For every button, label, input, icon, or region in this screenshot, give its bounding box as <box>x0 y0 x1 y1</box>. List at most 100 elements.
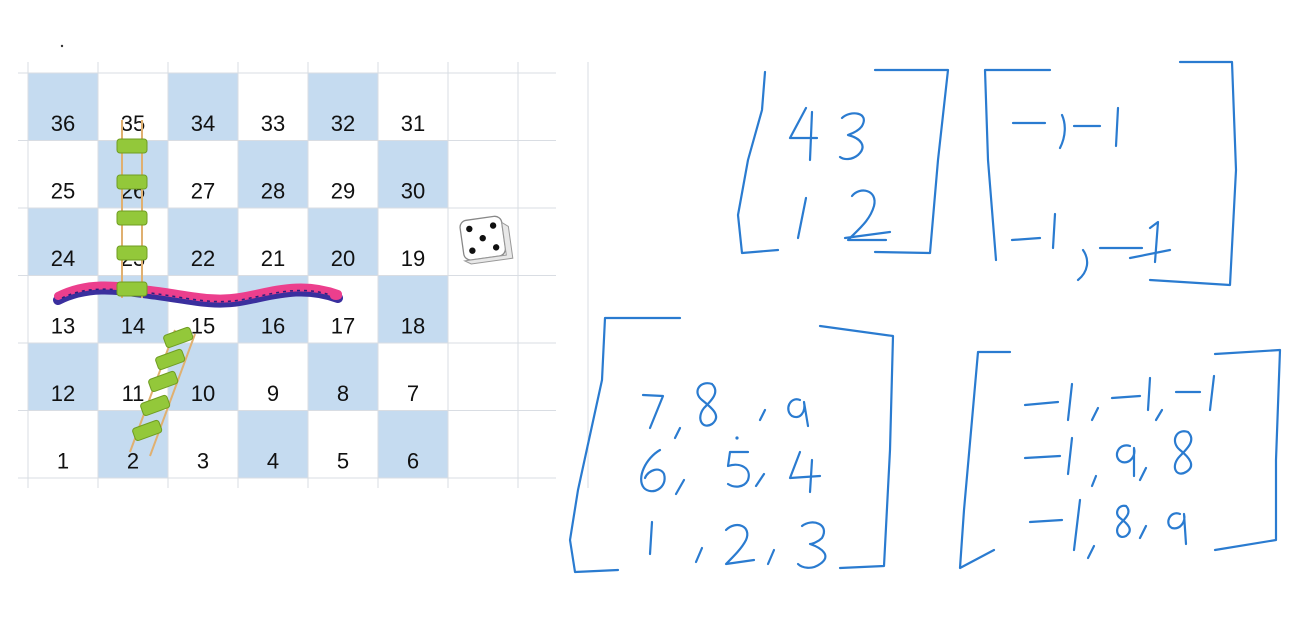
ladder-rung <box>116 245 148 261</box>
right-bracket <box>818 324 895 570</box>
board-cell <box>378 140 448 208</box>
cell-number-29: 29 <box>331 179 355 204</box>
cell-number-17: 17 <box>331 314 355 339</box>
cell-number-13: 13 <box>51 314 75 339</box>
board-cell <box>168 73 238 141</box>
cell-number-2: 2 <box>127 449 139 474</box>
board-cell <box>378 208 448 276</box>
cell-number-5: 5 <box>337 449 349 474</box>
snake-body <box>54 281 342 303</box>
board-grid-lines <box>18 62 589 488</box>
ladder-rung <box>116 210 148 226</box>
right-bracket <box>1148 60 1238 287</box>
left-bracket <box>568 316 682 574</box>
digit-8 <box>1173 430 1193 475</box>
matrix-2x2-moves <box>983 60 1238 287</box>
digit-one <box>1114 106 1120 148</box>
digit-one <box>1146 376 1152 412</box>
cell-number-7: 7 <box>407 381 419 406</box>
comma <box>694 546 704 564</box>
digit-9 <box>1167 512 1188 546</box>
comma <box>758 408 767 422</box>
ladder-rung <box>116 281 148 297</box>
digit-one <box>1066 382 1074 422</box>
cell-number-31: 31 <box>401 111 425 136</box>
snake-head <box>330 292 342 300</box>
digit-8 <box>1116 504 1131 538</box>
digit-7 <box>641 393 665 430</box>
cell-number-10: 10 <box>191 381 215 406</box>
cell-number-8: 8 <box>337 381 349 406</box>
digit-one <box>1066 436 1074 476</box>
ladder-rung <box>140 394 171 417</box>
cell-number-24: 24 <box>51 246 75 271</box>
digit-4-stem <box>808 458 814 494</box>
digit-4 <box>788 106 819 162</box>
board-cell <box>28 140 98 208</box>
minus-sign <box>1023 400 1060 407</box>
comma <box>1138 466 1148 482</box>
minus-sign <box>1010 236 1042 242</box>
cell-number-9: 9 <box>267 381 279 406</box>
dice-pip <box>469 247 476 254</box>
cell-number-28: 28 <box>261 179 285 204</box>
dice-pip <box>479 234 486 242</box>
digit-one <box>1058 113 1066 150</box>
board-cell <box>308 208 378 276</box>
digit-1 <box>648 520 654 556</box>
cell-number-36: 36 <box>51 111 75 136</box>
comma <box>1076 248 1089 282</box>
dice-pip <box>492 244 500 251</box>
digit-1 <box>796 196 808 240</box>
digit-one <box>1072 498 1082 552</box>
cell-number-33: 33 <box>261 111 285 136</box>
digit-3 <box>838 112 865 161</box>
digit-8 <box>696 382 718 427</box>
ladder-rung <box>132 419 163 442</box>
cell-number-14: 14 <box>121 314 145 339</box>
board-cell <box>378 73 448 141</box>
cell-number-16: 16 <box>261 314 285 339</box>
board-cell <box>28 410 98 478</box>
digit-9 <box>787 398 810 428</box>
snake <box>53 281 343 308</box>
cell-number-11: 11 <box>122 381 145 406</box>
cell-number-30: 30 <box>401 179 425 204</box>
board-cell <box>308 410 378 478</box>
comma <box>1154 408 1164 422</box>
ladder-diagonal <box>129 326 196 457</box>
digit-4 <box>788 450 822 480</box>
cell-number-12: 12 <box>51 381 75 406</box>
comma <box>1086 544 1096 560</box>
cell-number-25: 25 <box>51 179 75 204</box>
board-cell <box>28 73 98 141</box>
ladder-rung <box>116 174 148 190</box>
dice-side <box>463 221 514 265</box>
matrix-2x2-board <box>736 68 950 255</box>
board-cell <box>378 343 448 411</box>
cell-number-4: 4 <box>267 449 279 474</box>
ladder-rail-right <box>149 333 196 457</box>
board-cell <box>238 140 308 208</box>
minus-sign <box>1028 518 1064 524</box>
board-cell <box>98 73 168 141</box>
board-cell <box>238 73 308 141</box>
digit-2 <box>724 523 756 566</box>
left-bracket <box>958 350 1012 570</box>
board-cell <box>168 208 238 276</box>
board-cell <box>238 343 308 411</box>
digit-9 <box>1115 444 1136 478</box>
dice-pip <box>466 225 473 233</box>
snakes-and-ladders-board: 3635343332312526272829302423222120191314… <box>18 62 589 488</box>
cell-number-32: 32 <box>331 111 355 136</box>
board-cell <box>378 410 448 478</box>
cell-number-1: 1 <box>57 449 69 474</box>
comma <box>1090 406 1100 422</box>
board-cells <box>28 73 448 478</box>
left-bracket <box>736 70 780 255</box>
right-bracket <box>873 68 950 255</box>
board-cell <box>308 140 378 208</box>
digit-6 <box>640 448 666 493</box>
minus-sign <box>1023 454 1062 460</box>
